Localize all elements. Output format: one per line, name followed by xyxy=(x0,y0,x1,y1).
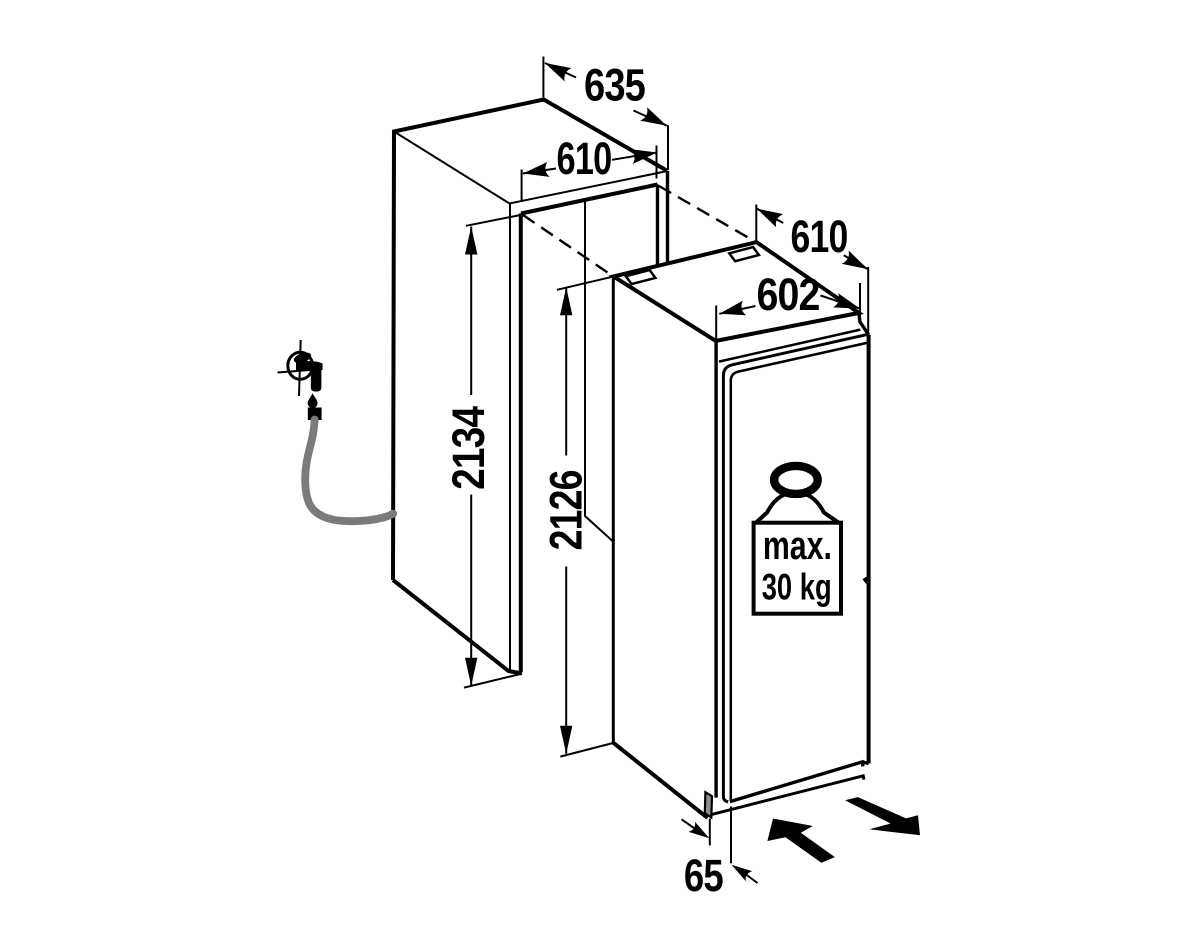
water-connection xyxy=(277,339,398,526)
tap-outlet-pipe xyxy=(310,367,322,392)
dim-602-label: 602 xyxy=(757,269,820,320)
dim-2134-arrow-top xyxy=(465,226,478,255)
plinth-top-edge xyxy=(711,773,866,816)
dimensions: 635 610 2134 xyxy=(443,56,870,901)
dim-niche-depth-635: 635 xyxy=(542,56,669,170)
weight-badge-line2: 30 kg xyxy=(762,567,832,608)
hose-connector xyxy=(307,407,322,420)
dim-65-arrow-left xyxy=(688,821,710,839)
weight-icon-body xyxy=(751,520,843,616)
dim-635-arrow-right xyxy=(640,107,667,126)
niche-cabinet xyxy=(391,97,670,676)
dim-635-arrow-left xyxy=(545,63,572,82)
dim-2126-label: 2126 xyxy=(541,470,592,550)
weight-icon-shoulder-right xyxy=(803,491,842,526)
dim-niche-height-2134: 2134 xyxy=(443,213,523,689)
projection-line-left xyxy=(522,214,613,277)
plinth-foot xyxy=(703,790,714,820)
dim-610a-arrow-right xyxy=(841,250,868,270)
dim-602-arrow-right xyxy=(833,293,861,309)
dim-2126-ext-bottom xyxy=(560,741,614,758)
water-drop-icon xyxy=(307,393,318,409)
dim-2134-ext-top xyxy=(465,213,523,227)
appliance-lid-band-line xyxy=(718,328,861,363)
projection-line-right xyxy=(658,184,756,243)
dim-610n-label: 610 xyxy=(557,133,612,184)
dim-65-arrow-right xyxy=(731,864,753,882)
dim-2134-arrow-bottom xyxy=(465,657,478,686)
dim-plinth-65: 65 xyxy=(680,806,759,901)
dim-65-label: 65 xyxy=(684,850,723,901)
door-gap-tick xyxy=(862,576,871,586)
appliance-top-face xyxy=(608,239,864,343)
water-tap-icon xyxy=(277,339,323,397)
water-hose xyxy=(301,415,398,526)
dim-635-label: 635 xyxy=(584,60,645,111)
door-inner-outline xyxy=(729,341,869,801)
dim-610n-arrow-left xyxy=(522,162,550,177)
niche-bottom-edge xyxy=(391,578,522,676)
dim-610a-label: 610 xyxy=(791,211,848,262)
niche-top-back-edges xyxy=(391,97,669,581)
dim-appliance-depth-610: 610 xyxy=(755,204,870,334)
dim-niche-width-610: 610 xyxy=(520,133,658,202)
niche-interior-line xyxy=(584,201,614,543)
weight-icon-shoulder-left xyxy=(752,491,788,526)
push-pull-arrows xyxy=(767,797,920,863)
dim-2126-arrow-bottom xyxy=(560,725,573,754)
dim-2126-arrow-top xyxy=(560,287,573,316)
hinge-bracket-right xyxy=(727,245,761,263)
niche-opening-top-edge xyxy=(520,182,658,216)
dim-2134-label: 2134 xyxy=(443,406,494,490)
dim-appliance-width-602: 602 xyxy=(715,269,861,345)
dim-602-arrow-left xyxy=(719,300,747,316)
appliance: max. 30 kg xyxy=(608,239,871,820)
door-outer-outline xyxy=(721,332,869,804)
dim-610a-arrow-left xyxy=(756,208,784,228)
max-weight-badge: max. 30 kg xyxy=(751,461,843,616)
dim-2134-ext-bottom xyxy=(463,672,523,689)
appliance-bottom-right-corner xyxy=(861,760,870,766)
slide-in-arrow xyxy=(767,818,835,863)
slide-out-arrow xyxy=(845,797,920,836)
appliance-bottom-left-edge xyxy=(611,741,709,820)
dim-610n-arrow-right xyxy=(630,149,658,164)
projection-lines xyxy=(522,184,756,277)
weight-badge-line1: max. xyxy=(763,524,832,568)
weight-icon-handle-ring xyxy=(769,461,822,499)
dim-appliance-height-2126: 2126 xyxy=(541,275,615,758)
hinge-bracket-left xyxy=(623,268,658,286)
